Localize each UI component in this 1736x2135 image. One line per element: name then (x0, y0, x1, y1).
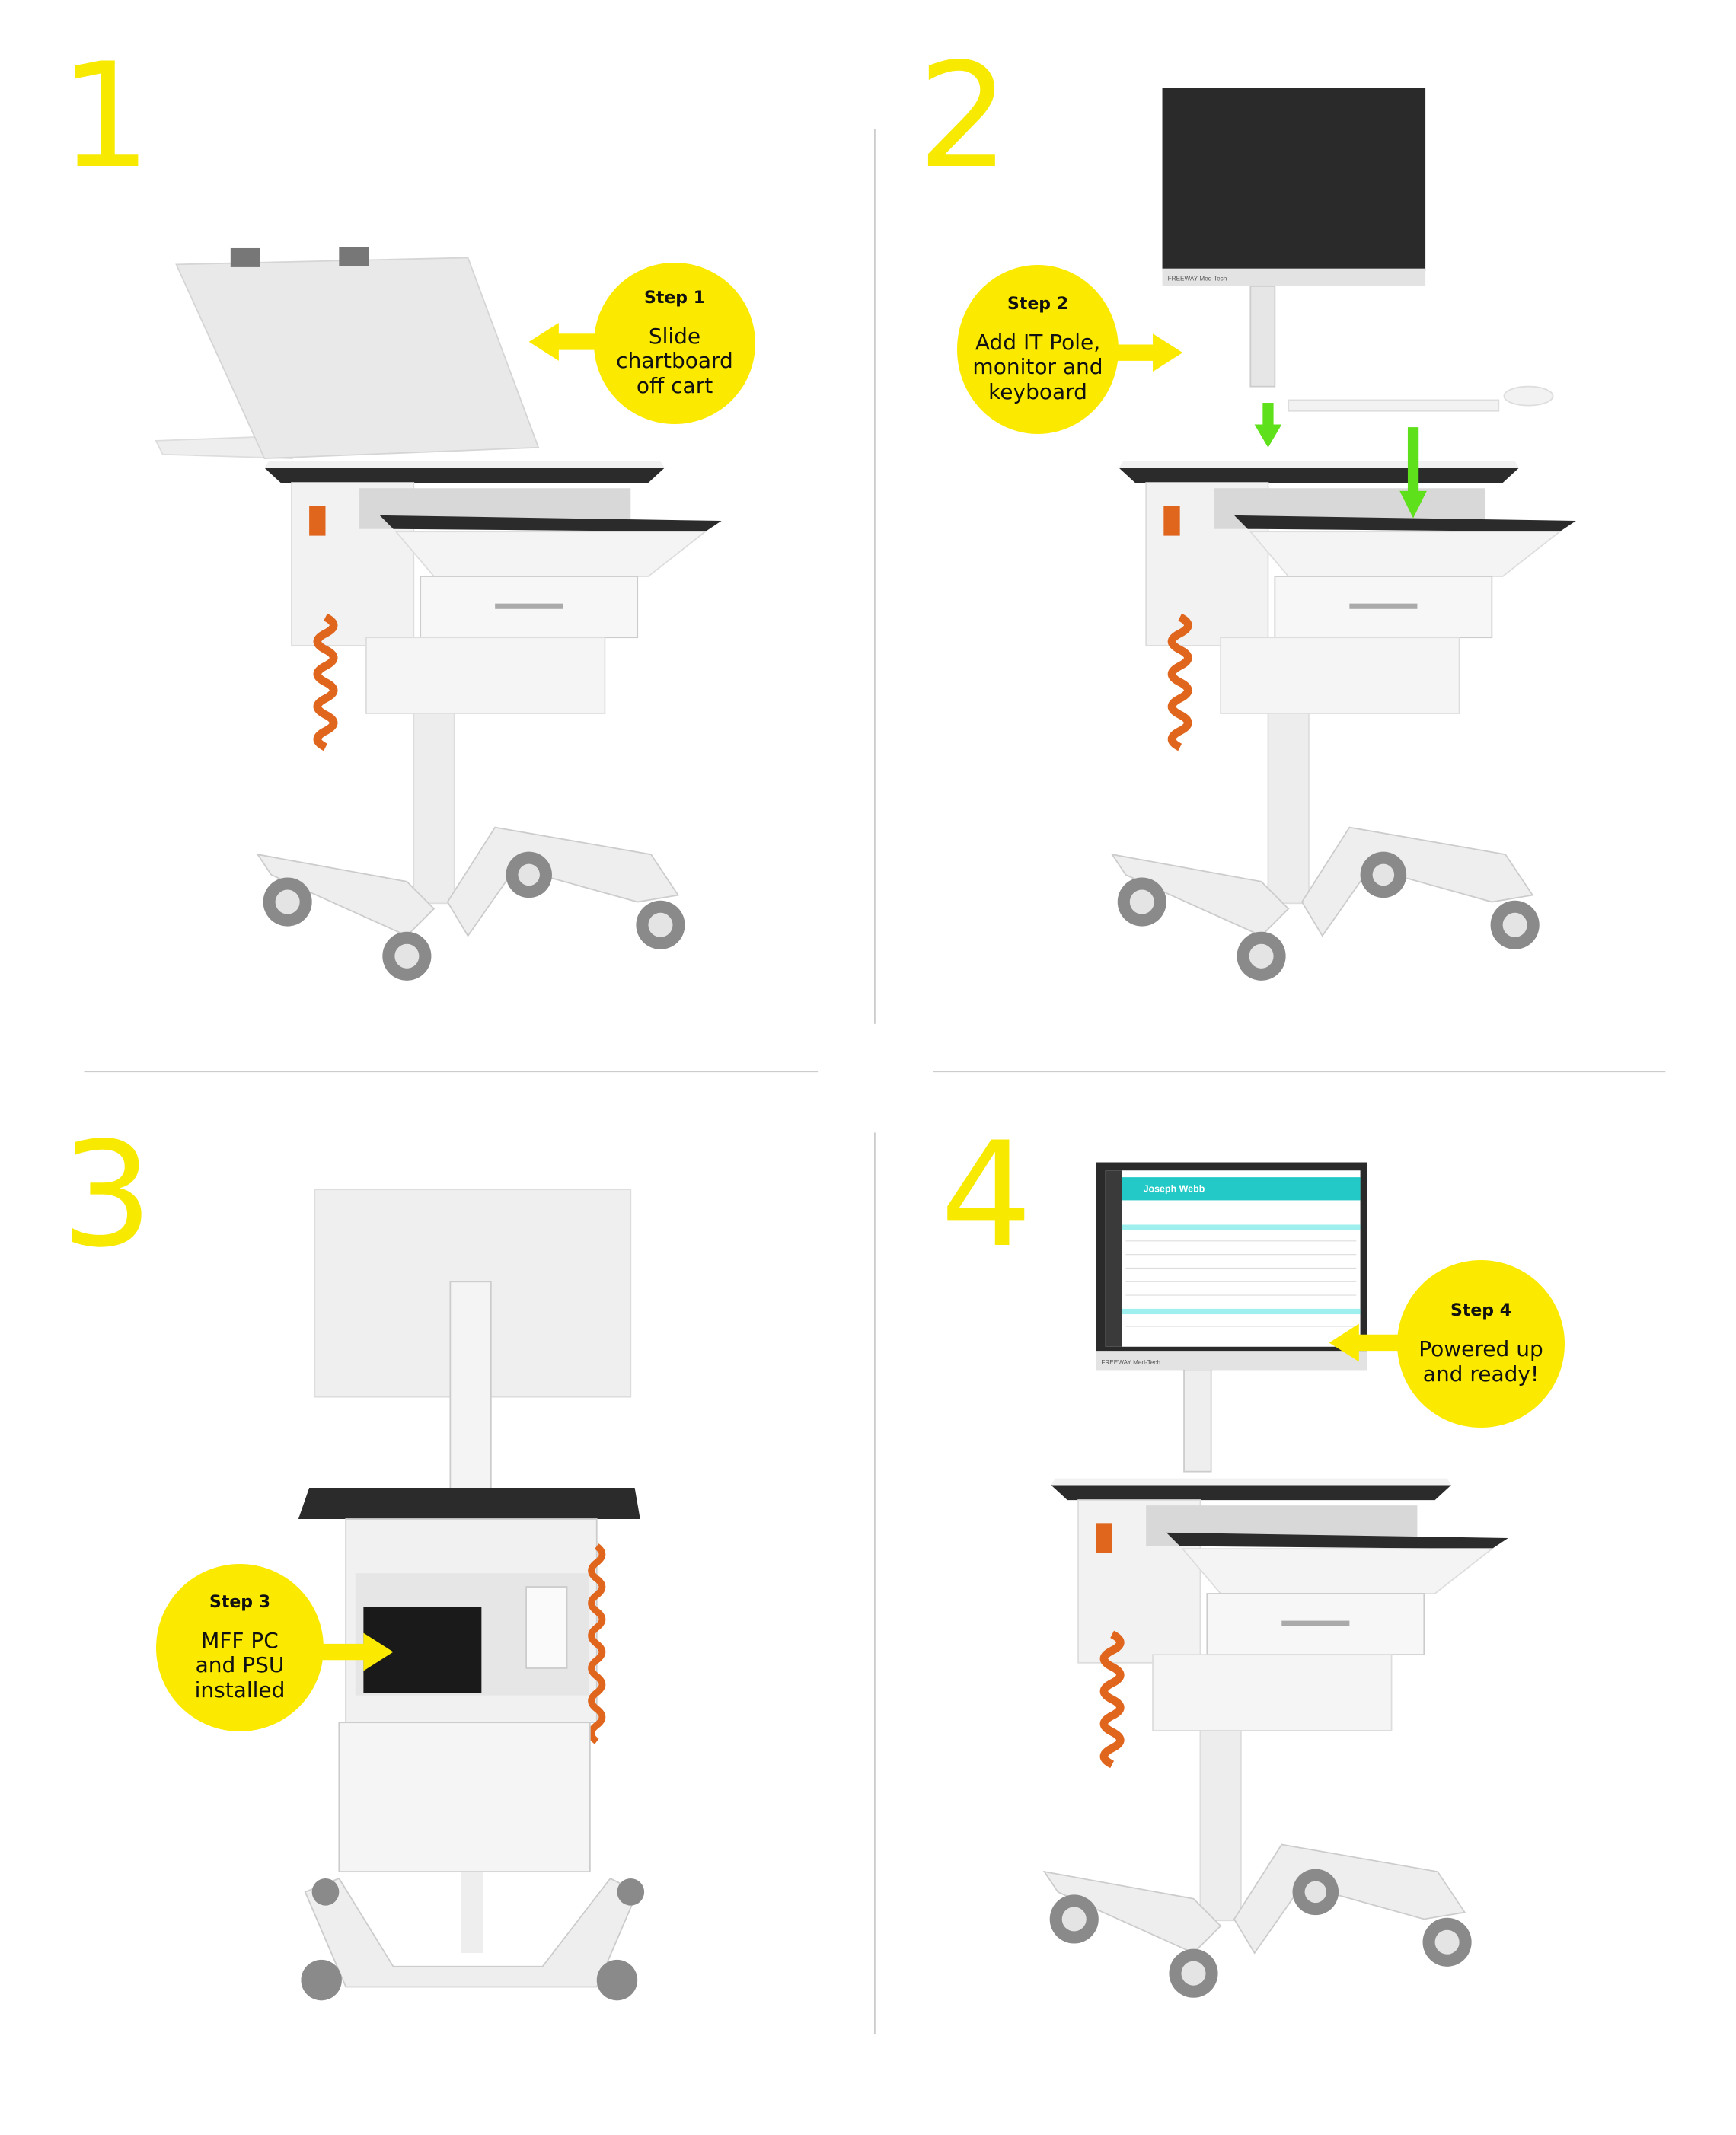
chartboard (155, 247, 540, 460)
step-number-1: 1 (59, 32, 152, 200)
monitor-step-2 (1162, 88, 1426, 388)
step-2-label: Step 2 (1007, 295, 1068, 314)
patient-name: Joseph Webb (1144, 1184, 1205, 1195)
step-2-text: Add IT Pole, monitor and keyboard (972, 330, 1103, 404)
monitor-step-4 (1096, 1162, 1367, 1473)
cart-step-4 (1045, 1479, 1508, 1998)
arrow-left-icon (528, 322, 597, 361)
step-3-text: MFF PC and PSU installed (194, 1628, 286, 1703)
arrow-right-icon (322, 1632, 394, 1671)
step-number-3: 3 (61, 1111, 153, 1279)
monitor-brand-step-2: FREEWAY Med-Tech (1168, 276, 1227, 282)
step-number-2: 2 (917, 32, 1010, 200)
step-number-4: 4 (940, 1111, 1032, 1279)
arrow-left-icon (1329, 1323, 1404, 1362)
cart-step-3-rear (298, 1189, 645, 2001)
step-3-label: Step 3 (209, 1593, 270, 1613)
step-1-label: Step 1 (644, 289, 705, 308)
step-1-bubble: Step 1 Slide chartboard off cart (594, 263, 755, 424)
cart-step-1 (257, 461, 721, 981)
step-3-bubble: Step 3 MFF PC and PSU installed (156, 1564, 324, 1731)
step-4-bubble: Step 4 Powered up and ready! (1397, 1260, 1565, 1428)
monitor-brand-step-4: FREEWAY Med-Tech (1101, 1359, 1160, 1366)
keyboard (1288, 399, 1500, 412)
step-4-label: Step 4 (1450, 1301, 1511, 1321)
arrow-right-icon (1115, 333, 1183, 372)
step-2-bubble: Step 2 Add IT Pole, monitor and keyboard (957, 265, 1119, 434)
psu (525, 1586, 568, 1669)
cart-step-2 (1112, 461, 1576, 981)
arrow-down-icon (1254, 403, 1427, 519)
step-4-text: Powered up and ready! (1418, 1336, 1543, 1387)
mouse (1503, 385, 1554, 407)
step-1-text: Slide chartboard off cart (616, 324, 733, 398)
